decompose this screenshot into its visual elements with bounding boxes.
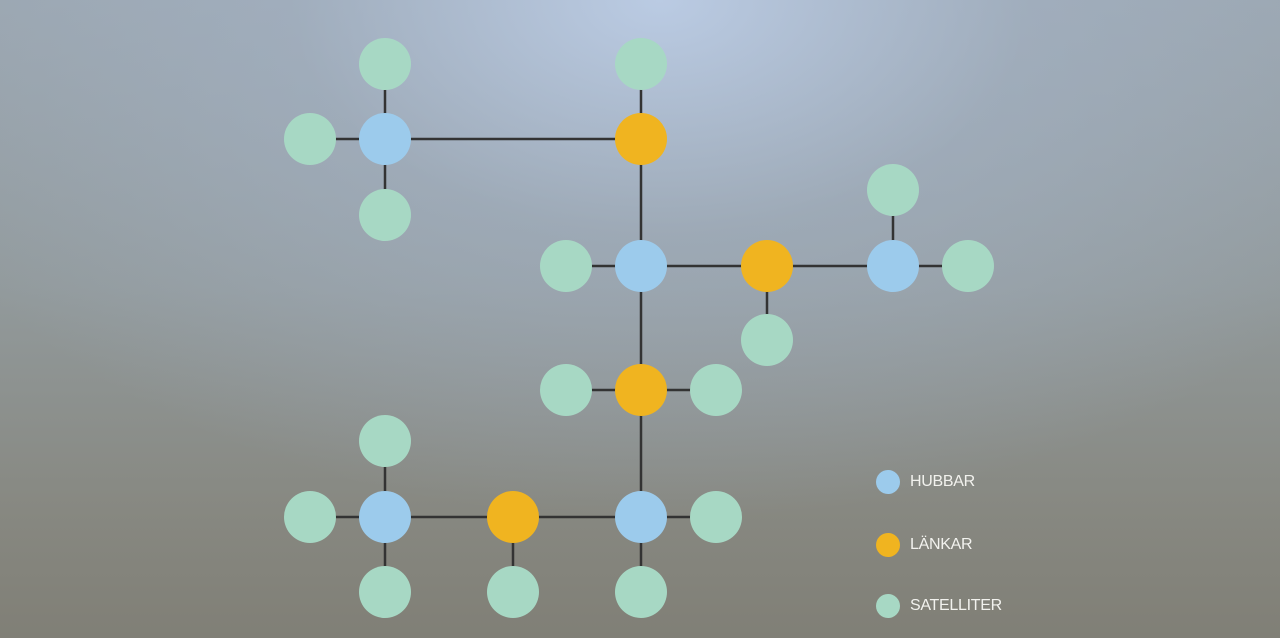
- satellite-node-s2: [284, 113, 336, 165]
- hub-node-h5: [359, 491, 411, 543]
- legend-item-satellite: SATELLITER: [876, 593, 1002, 619]
- satellite-node-s9: [540, 364, 592, 416]
- satellite-node-s13: [487, 566, 539, 618]
- satellite-node-s8: [942, 240, 994, 292]
- satellite-node-s1: [359, 38, 411, 90]
- hub-node-h4: [615, 491, 667, 543]
- hub-node-h1: [359, 113, 411, 165]
- satellite-node-s16: [359, 566, 411, 618]
- hub-node-h2: [615, 240, 667, 292]
- satellite-node-s6: [741, 314, 793, 366]
- legend-dot-satellite: [876, 594, 900, 618]
- legend-item-link: LÄNKAR: [876, 532, 973, 558]
- satellite-node-s12: [615, 566, 667, 618]
- legend-item-hub: HUBBAR: [876, 469, 975, 495]
- satellite-node-s3: [359, 189, 411, 241]
- satellite-node-s4: [615, 38, 667, 90]
- satellite-node-s11: [690, 491, 742, 543]
- link-node-l3: [615, 364, 667, 416]
- legend-label-hub: HUBBAR: [910, 473, 975, 490]
- link-node-l4: [487, 491, 539, 543]
- satellite-node-s7: [867, 164, 919, 216]
- legend-dot-hub: [876, 470, 900, 494]
- nodes-layer: [284, 38, 994, 618]
- satellite-node-s5: [540, 240, 592, 292]
- satellite-node-s15: [284, 491, 336, 543]
- link-node-l1: [615, 113, 667, 165]
- link-node-l2: [741, 240, 793, 292]
- legend-dot-link: [876, 533, 900, 557]
- legend-label-link: LÄNKAR: [910, 536, 973, 553]
- satellite-node-s10: [690, 364, 742, 416]
- satellite-node-s14: [359, 415, 411, 467]
- legend-label-satellite: SATELLITER: [910, 597, 1002, 614]
- hub-node-h3: [867, 240, 919, 292]
